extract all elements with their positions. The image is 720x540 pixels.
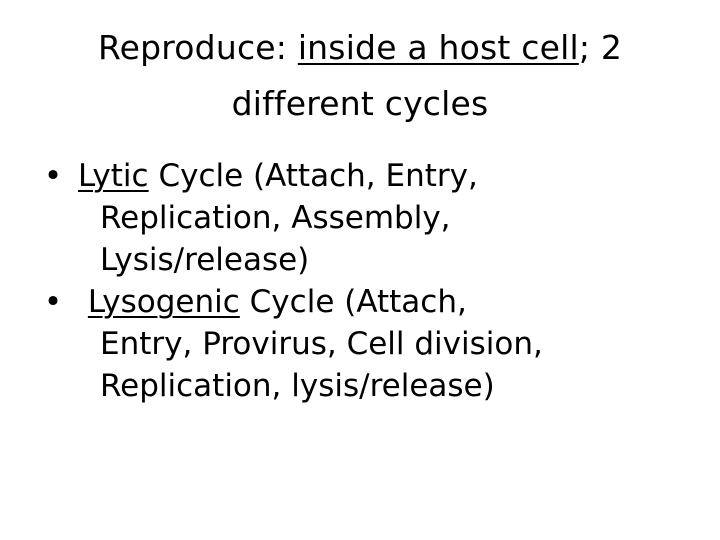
bullet-dot-icon: •	[43, 284, 63, 320]
bullet-underlined-term: Lytic	[78, 158, 149, 194]
bullet-line: Replication, Assembly,	[100, 200, 451, 236]
bullet-text: Cycle (Attach,	[239, 284, 467, 320]
bullet-lysogenic-cycle: • Lysogenic Cycle (Attach, Entry, Provir…	[38, 281, 698, 407]
bullet-list: • Lytic Cycle (Attach, Entry, Replicatio…	[38, 155, 698, 407]
title-line-1: Reproduce: inside a host cell; 2	[30, 20, 690, 76]
bullet-line: Entry, Provirus, Cell division,	[100, 326, 543, 362]
bullet-lytic-cycle: • Lytic Cycle (Attach, Entry, Replicatio…	[38, 155, 698, 281]
bullet-dot-icon: •	[43, 158, 63, 194]
bullet-line: Lytic Cycle (Attach, Entry,	[78, 155, 698, 197]
title-underlined-phrase: inside a host cell	[297, 28, 579, 67]
title-line-2: different cycles	[231, 84, 489, 123]
bullet-text: Cycle (Attach, Entry,	[148, 158, 478, 194]
bullet-line: Lysis/release)	[100, 242, 310, 278]
title-prefix: Reproduce:	[97, 28, 298, 67]
title-suffix: ; 2	[578, 28, 623, 67]
slide-title: Reproduce: inside a host cell; 2 differe…	[30, 20, 690, 132]
bullet-line: Lysogenic Cycle (Attach,	[78, 281, 698, 323]
bullet-underlined-term: Lysogenic	[87, 284, 240, 320]
bullet-line: Replication, lysis/release)	[100, 368, 495, 404]
